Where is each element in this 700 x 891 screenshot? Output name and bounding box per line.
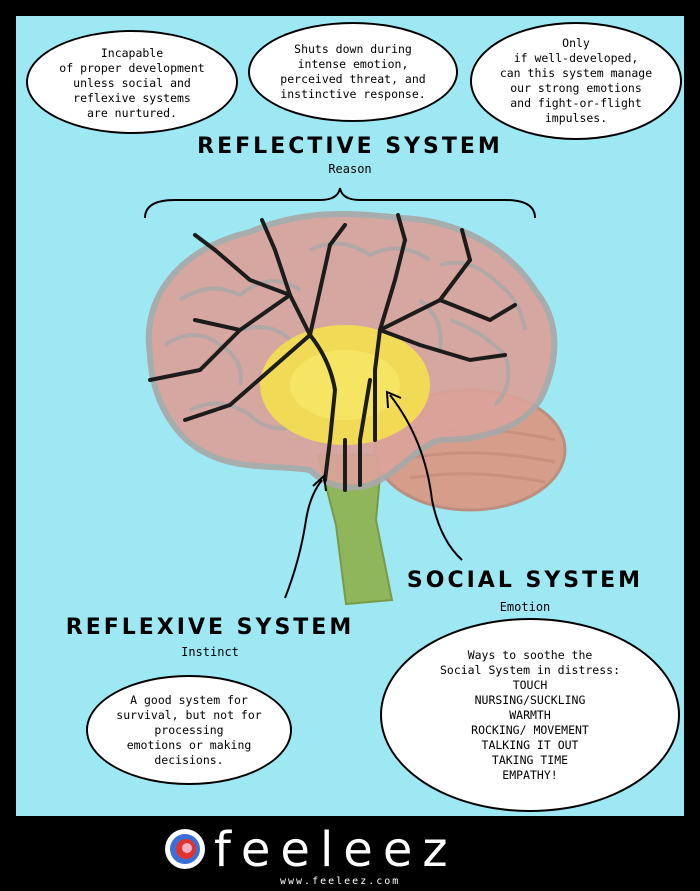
reflective-system-subtitle: Reason: [328, 162, 372, 176]
social-arrow: [389, 394, 463, 561]
reflexive-system-subtitle: Instinct: [181, 645, 239, 659]
reflective-system-title: REFLECTIVE SYSTEM: [197, 134, 503, 159]
reflective-brace: [144, 187, 536, 219]
reflexive-arrow: [284, 479, 323, 599]
reflexive-system-title: REFLEXIVE SYSTEM: [65, 615, 355, 640]
bubble-reflexive-survival: A good system for survival, but not for …: [86, 675, 292, 785]
bubble-reflective-development: Incapable of proper development unless s…: [26, 30, 238, 134]
bubble-reflective-shutdown: Shuts down during intense emotion, perce…: [248, 22, 458, 122]
social-system-title: SOCIAL SYSTEM: [406, 568, 644, 593]
bubble-social-soothe: Ways to soothe the Social System in dist…: [380, 618, 680, 812]
bubble-reflective-manage: Only if well-developed, can this system …: [470, 22, 682, 140]
social-system-subtitle: Emotion: [499, 600, 551, 614]
logo-wordmark: feeleez: [214, 822, 458, 878]
reflective-network: [148, 213, 517, 492]
logo-url: www.feeleez.com: [280, 876, 401, 887]
feeleez-logo-icon: [165, 829, 205, 869]
